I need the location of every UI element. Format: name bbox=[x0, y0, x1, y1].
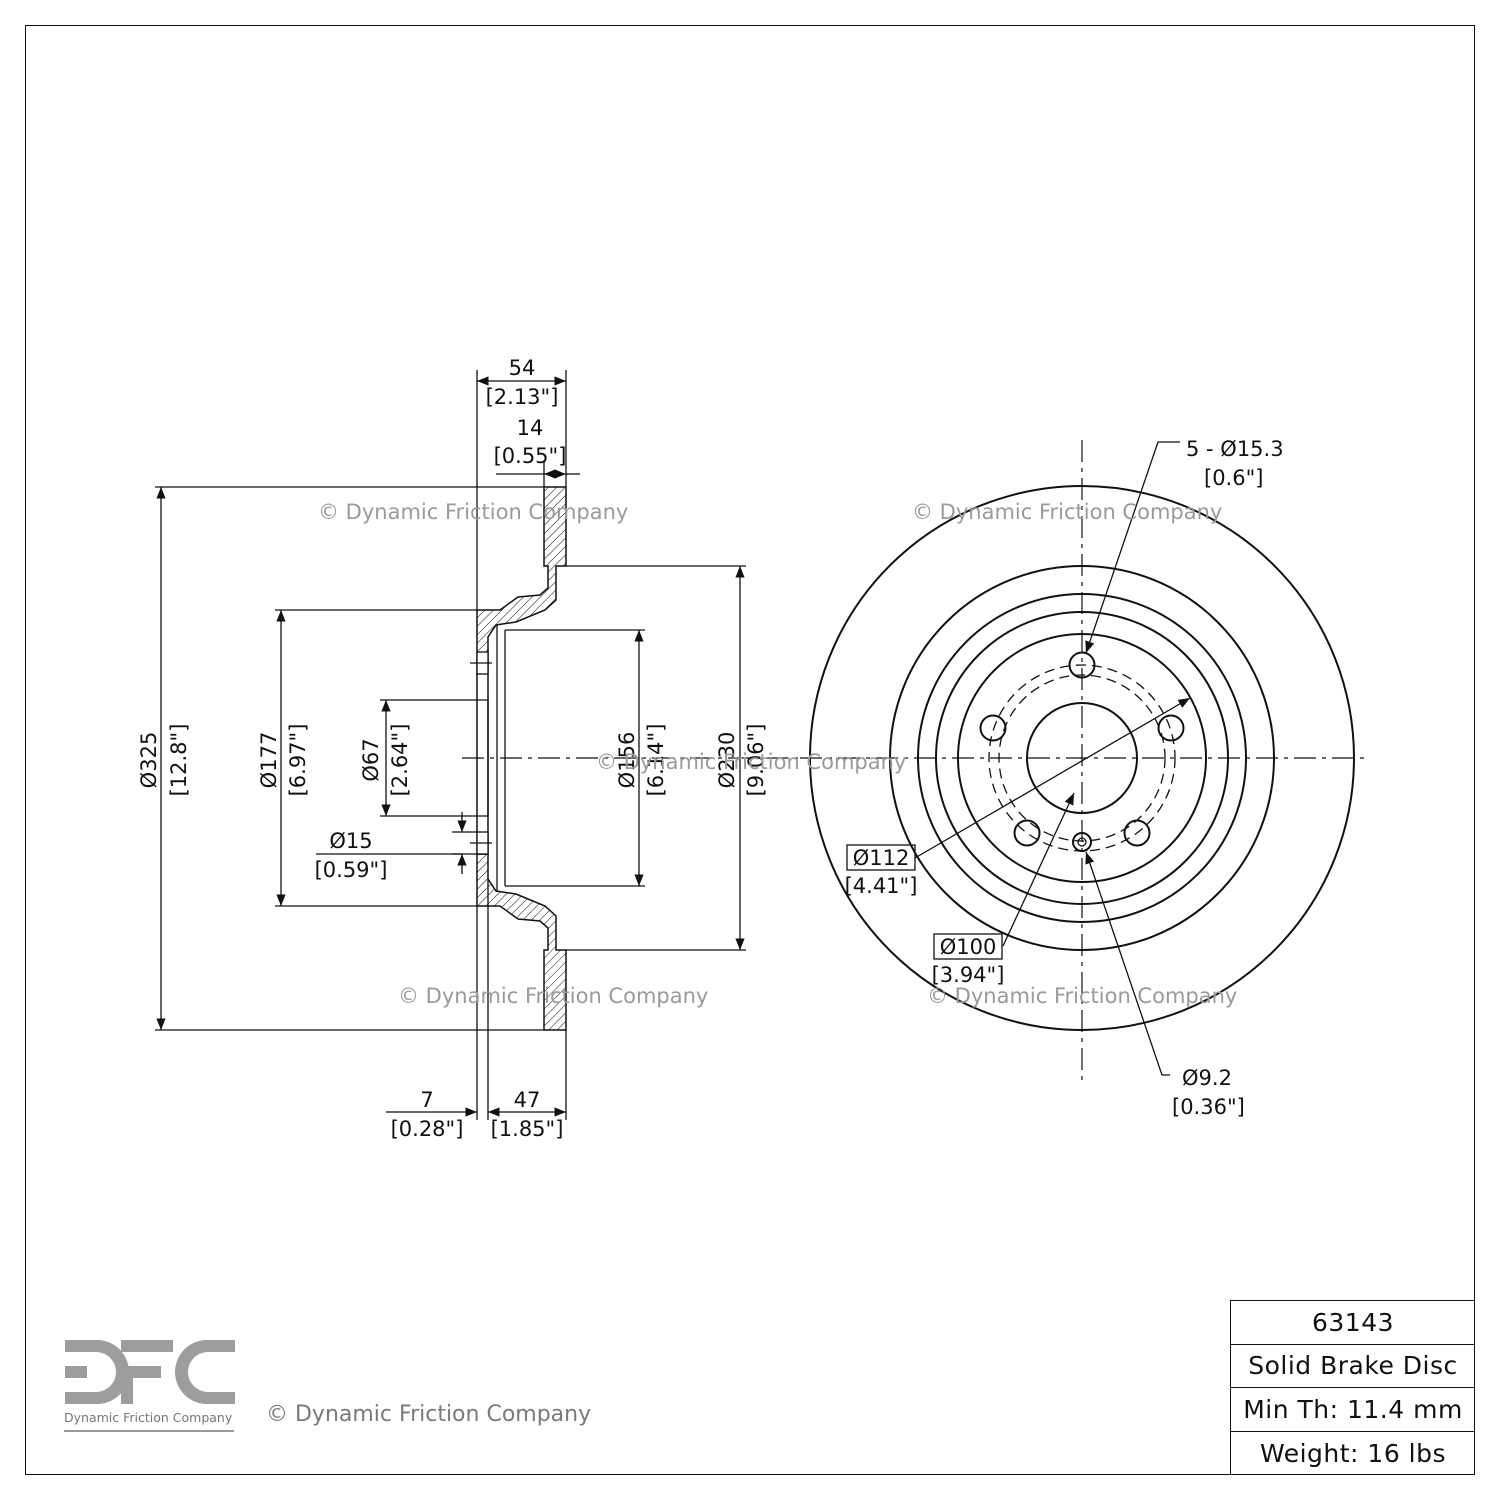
pilot-hole-inner bbox=[1077, 837, 1087, 847]
hat-step bbox=[935, 611, 1229, 905]
dim-outer-diameter-mm: Ø325 bbox=[137, 732, 161, 789]
pilot-hole bbox=[1072, 832, 1092, 852]
dim-stud-hole-in: [0.59"] bbox=[315, 858, 388, 882]
watermarks: © Dynamic Friction Company © Dynamic Fri… bbox=[318, 500, 1237, 1008]
dim-bolt-holes-in: [0.6"] bbox=[1204, 466, 1263, 490]
logo-caption: Dynamic Friction Company bbox=[64, 1410, 233, 1425]
copyright-notice: © Dynamic Friction Company bbox=[266, 1402, 592, 1427]
bolt-hole bbox=[1068, 651, 1096, 679]
dim-stud-hole-mm: Ø15 bbox=[329, 829, 372, 853]
dim-friction-diameter-mm: Ø230 bbox=[715, 732, 739, 789]
watermark: © Dynamic Friction Company bbox=[596, 750, 906, 774]
part-number: 63143 bbox=[1231, 1301, 1475, 1345]
dim-center-bore-mm: Ø67 bbox=[359, 738, 383, 781]
title-block: 63143 Solid Brake Disc Min Th: 11.4 mm W… bbox=[1230, 1300, 1475, 1475]
dim-pilot-hole-in: [0.36"] bbox=[1172, 1095, 1245, 1119]
bolt-hole bbox=[1013, 819, 1041, 847]
hat-face bbox=[957, 633, 1207, 883]
watermark: © Dynamic Friction Company bbox=[927, 984, 1237, 1008]
watermark: © Dynamic Friction Company bbox=[912, 500, 1222, 524]
dim-bolt-circle-inner-in: [3.94"] bbox=[932, 963, 1005, 987]
part-description: Solid Brake Disc bbox=[1231, 1345, 1475, 1388]
bolt-circle-100 bbox=[998, 674, 1166, 842]
dim-rotor-thickness-in: [0.55"] bbox=[494, 444, 567, 468]
watermark: © Dynamic Friction Company bbox=[398, 984, 708, 1008]
dim-hat-thickness-in: [0.28"] bbox=[391, 1117, 464, 1141]
dim-friction-diameter-in: [9.06"] bbox=[744, 724, 768, 797]
dim-bolt-holes-mm: 5 - Ø15.3 bbox=[1186, 437, 1284, 461]
watermark: © Dynamic Friction Company bbox=[318, 500, 628, 524]
bolt-hole bbox=[1123, 819, 1151, 847]
dim-pilot-hole-mm: Ø9.2 bbox=[1182, 1066, 1232, 1090]
dim-hat-height-in: [1.85"] bbox=[491, 1117, 564, 1141]
friction-inner-edge bbox=[889, 565, 1275, 951]
dim-hat-diameter-in: [6.97"] bbox=[286, 724, 310, 797]
dim-bolt-circle-outer-mm: Ø112 bbox=[853, 846, 910, 870]
weight: Weight: 16 lbs bbox=[1259, 1438, 1447, 1468]
drawing-frame bbox=[25, 25, 1475, 1475]
bolt-hole bbox=[1157, 714, 1185, 742]
side-view-section: 54 [2.13"] 14 [0.55"] Ø325 [12.8"] Ø177 … bbox=[137, 356, 800, 1141]
dim-inner-diameter-in: [6.14"] bbox=[644, 724, 668, 797]
dim-bolt-circle-outer-in: [4.41"] bbox=[845, 874, 918, 898]
dim-bolt-circle-inner-mm: Ø100 bbox=[940, 935, 997, 959]
center-bore bbox=[1026, 702, 1138, 814]
dfc-logo bbox=[65, 1340, 235, 1404]
bolt-hole bbox=[979, 714, 1007, 742]
dim-center-bore-in: [2.64"] bbox=[388, 724, 412, 797]
rotor-outer-edge bbox=[809, 485, 1355, 1031]
dim-overall-width-in: [2.13"] bbox=[486, 385, 559, 409]
min-thickness: Min Th: 11.4 mm bbox=[1231, 1388, 1475, 1432]
dim-rotor-thickness-mm: 14 bbox=[517, 416, 544, 440]
front-view: 5 - Ø15.3 [0.6"] Ø112 [4.41"] Ø100 [3.94… bbox=[800, 437, 1368, 1119]
dim-hat-height-mm: 47 bbox=[514, 1088, 541, 1112]
logo-rule bbox=[64, 1430, 234, 1432]
dim-inner-diameter-mm: Ø156 bbox=[615, 732, 639, 789]
dim-overall-width-mm: 54 bbox=[509, 356, 536, 380]
hat-outer-edge bbox=[917, 593, 1247, 923]
dim-hat-diameter-mm: Ø177 bbox=[257, 732, 281, 789]
dim-outer-diameter-in: [12.8"] bbox=[167, 724, 191, 797]
dim-hat-thickness-mm: 7 bbox=[420, 1088, 433, 1112]
